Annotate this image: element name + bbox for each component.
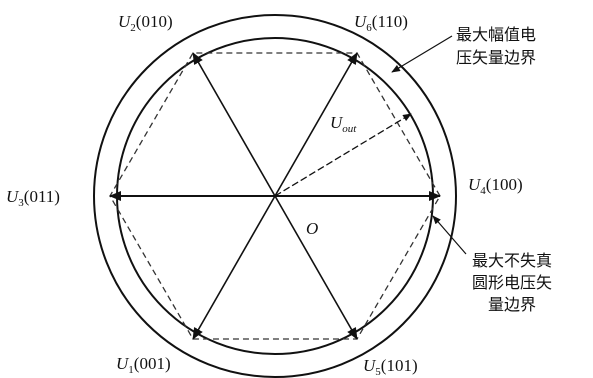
vector-u6: [274, 52, 358, 197]
vector-u5: [274, 195, 358, 340]
label-origin: O: [306, 219, 318, 238]
outer-circle: [93, 14, 457, 378]
annotation-max-undistorted-line2: 圆形电压矢: [472, 273, 552, 292]
label-uout: Uout: [330, 113, 357, 135]
label-u5: U5(101): [363, 356, 418, 378]
pointer-max-undistorted: [432, 215, 467, 255]
annotation-max-undistorted-line1: 最大不失真: [472, 251, 552, 270]
pointer-max-amplitude: [391, 35, 453, 73]
label-u1: U1(001): [116, 354, 171, 376]
vector-uout: [274, 113, 412, 197]
label-u3: U3(011): [6, 187, 60, 209]
label-u2: U2(010): [118, 12, 173, 34]
annotation-max-amplitude-line2: 压矢量边界: [456, 48, 536, 67]
vector-u2: [192, 52, 276, 197]
label-u6: U6(110): [354, 12, 408, 34]
annotation-max-undistorted-line3: 量边界: [488, 295, 536, 314]
annotation-max-amplitude-line1: 最大幅值电: [456, 25, 536, 44]
vector-u1: [192, 195, 276, 340]
label-u4: U4(100): [468, 175, 523, 197]
